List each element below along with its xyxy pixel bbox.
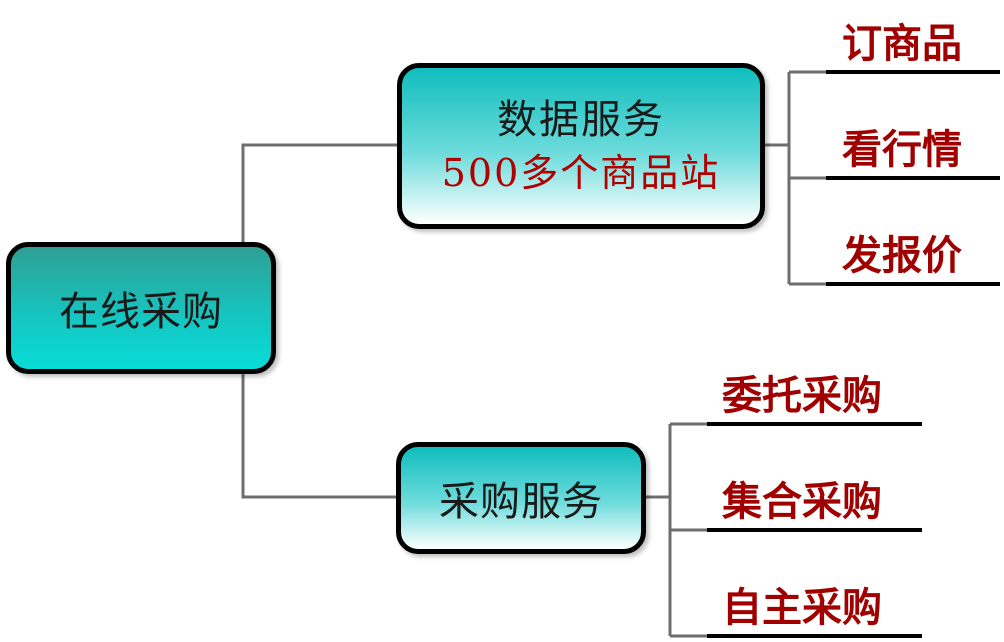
branch-node-purchase-service: 采购服务: [396, 442, 646, 554]
leaf-send-quote: 发报价: [842, 232, 962, 279]
leaf-entrusted-purchase: 委托采购: [722, 372, 882, 419]
leaf-collective-purchase: 集合采购: [722, 478, 882, 525]
branch-node-sublabel: 500多个商品站: [441, 151, 721, 195]
root-node-label: 在线采购: [59, 289, 223, 335]
branch-node-data-service: 数据服务 500多个商品站: [397, 63, 765, 229]
connector-root-to-purchase: [241, 374, 396, 499]
leaf-self-purchase: 自主采购: [722, 584, 882, 631]
root-node-online-purchase: 在线采购: [6, 242, 276, 374]
branch-node-label: 采购服务: [439, 479, 603, 525]
branch-node-label: 数据服务: [497, 97, 665, 143]
connector-root-to-data: [241, 143, 397, 242]
leaf-order-goods: 订商品: [842, 20, 962, 67]
leaf-view-market: 看行情: [842, 126, 962, 173]
